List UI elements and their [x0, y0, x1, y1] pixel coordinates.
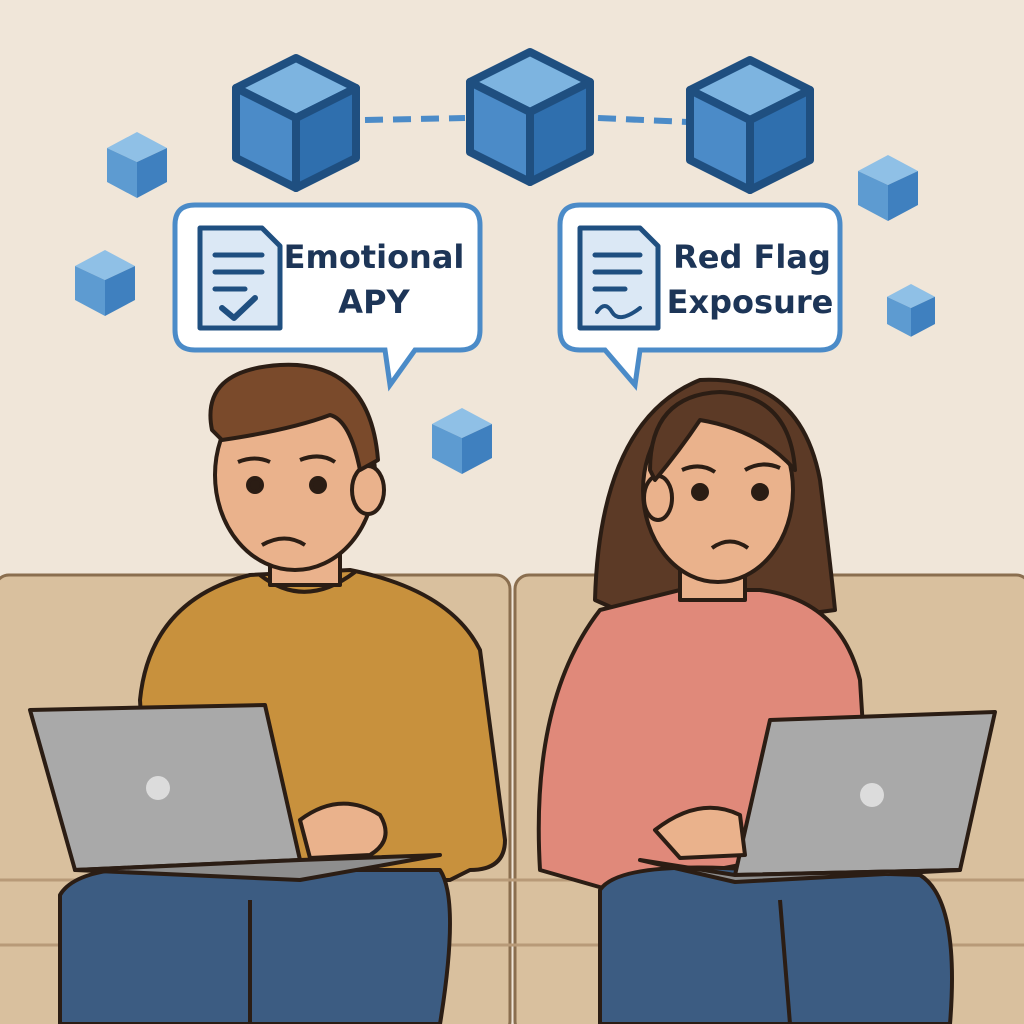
bubble-left-line1: Emotional [284, 238, 465, 276]
cube-icon [470, 52, 590, 182]
document-signature-icon [577, 225, 661, 331]
bubble-right-line1: Red Flag [673, 238, 831, 276]
bubble-right-line2: Exposure [667, 283, 834, 321]
cube-icon [236, 58, 356, 188]
speech-bubble-right: Red Flag Exposure [557, 202, 843, 391]
blockchain-cubes [75, 52, 935, 474]
man [58, 362, 507, 1024]
speech-bubble-left: Emotional APY [172, 202, 483, 392]
bubble-left-line2: APY [338, 283, 410, 321]
man-laptop [28, 703, 442, 882]
cube-icon [690, 60, 810, 190]
document-check-icon [197, 225, 283, 331]
woman-laptop [638, 710, 997, 884]
